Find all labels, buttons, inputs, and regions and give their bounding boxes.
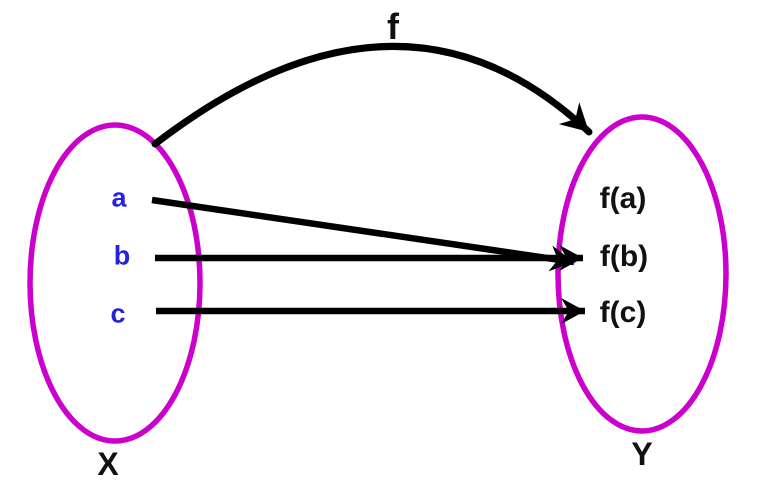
domain-element-a: a (111, 182, 127, 213)
function-arrow-x-to-y (151, 42, 593, 148)
codomain-element-fa: f(a) (599, 182, 647, 215)
codomain-set-label: Y (631, 436, 653, 472)
codomain-element-fc: f(c) (599, 296, 647, 329)
domain-element-c: c (110, 298, 126, 329)
codomain-element-fb: f(b) (599, 240, 649, 273)
function-label: f (387, 6, 399, 47)
domain-element-b: b (113, 240, 131, 271)
domain-set-ellipse (27, 122, 203, 444)
mapping-arrow-a-to-fb (151, 196, 575, 272)
domain-set-label: X (97, 446, 119, 482)
codomain-set-ellipse (555, 114, 729, 434)
